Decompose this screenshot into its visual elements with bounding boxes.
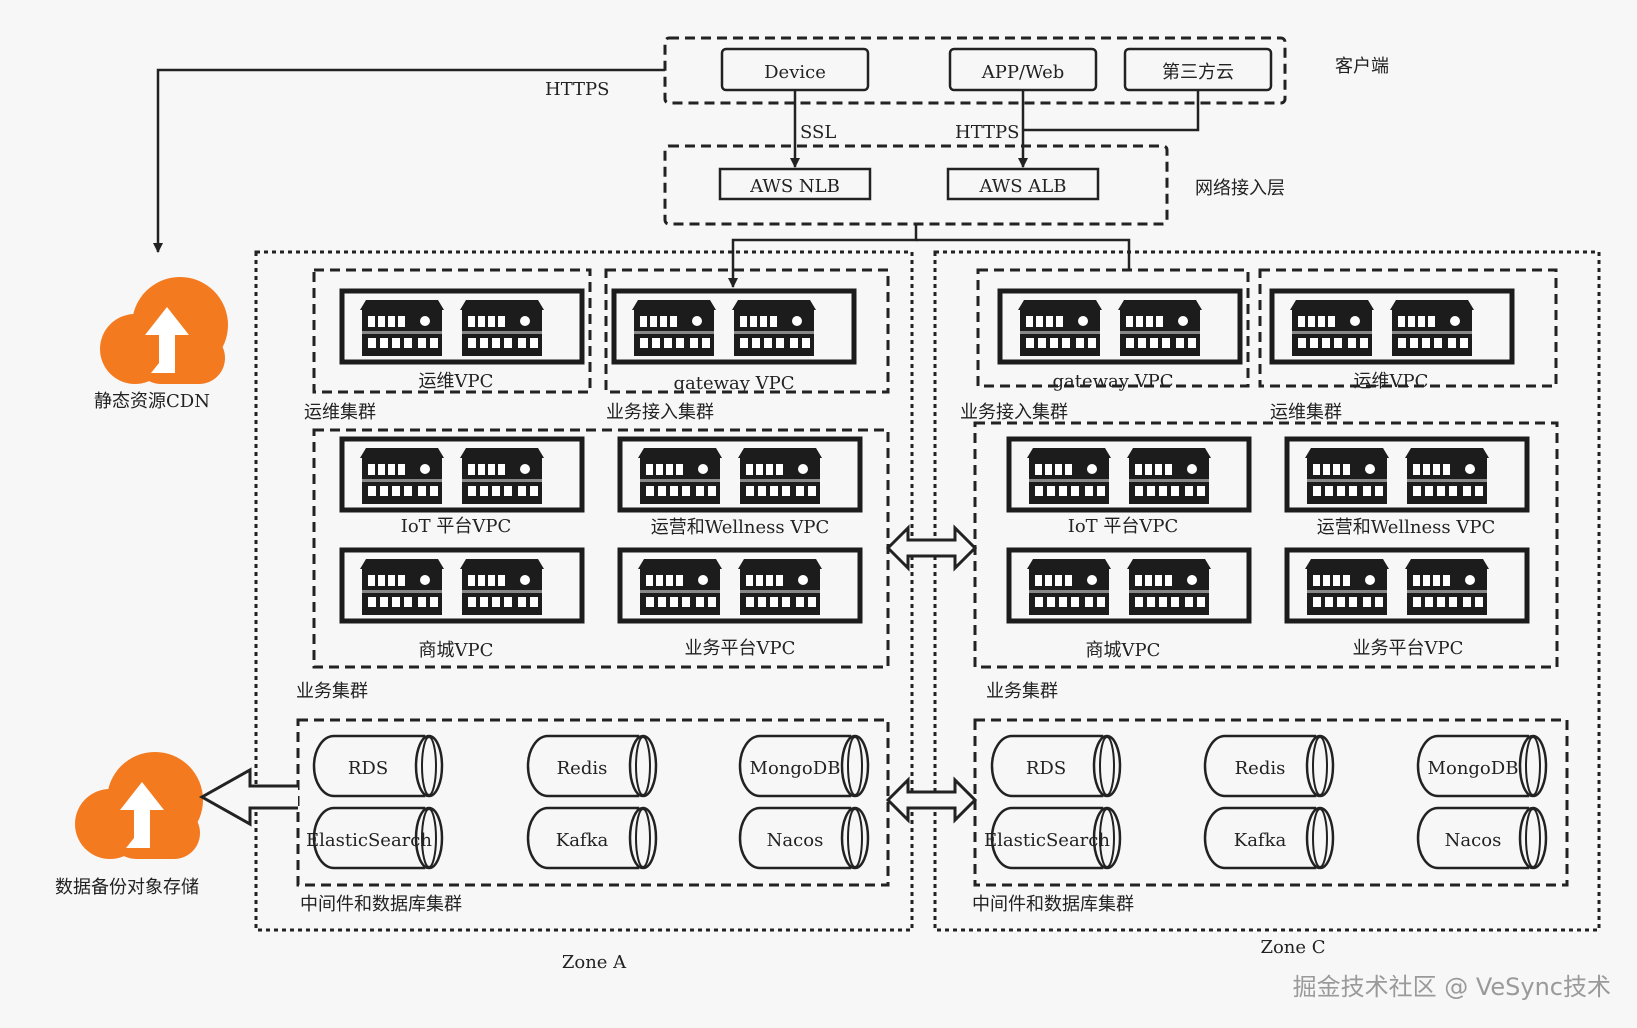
zone-c-db-kafka: Kafka (1234, 830, 1287, 851)
server-rack-icon (1305, 559, 1389, 615)
zone-c-db-rds: RDS (1026, 758, 1066, 779)
zone-c-platform-vpc-label: 业务平台VPC (1353, 638, 1464, 659)
zone-c-gateway-vpc-label: gateway VPC (1052, 371, 1173, 392)
server-rack-icon (460, 300, 544, 356)
alb-to-gateway-c-line (916, 238, 1131, 270)
server-rack-icon (1405, 448, 1489, 504)
https-alb-label: HTTPS (955, 122, 1020, 143)
zone-a-ops-vpc-label: 运维VPC (419, 371, 494, 392)
zone-a-ops-cluster-label: 运维集群 (304, 402, 376, 423)
zone-a-iot-vpc-label: IoT 平台VPC (401, 516, 512, 537)
server-rack-icon (460, 448, 544, 504)
server-rack-icon (1305, 448, 1389, 504)
server-rack-icon (1290, 300, 1374, 356)
aws-alb-node (946, 167, 1100, 201)
zone-a-frame (254, 250, 914, 932)
zone-c-frame (933, 250, 1601, 932)
third-party-connector (1023, 90, 1200, 132)
server-rack-icon (360, 559, 444, 615)
aws-nlb-node (718, 167, 872, 201)
zone-c-db-redis: Redis (1235, 758, 1286, 779)
zone-c-db-cluster-label: 中间件和数据库集群 (972, 894, 1134, 915)
zone-c-db-mongodb: MongoDB (1428, 758, 1519, 779)
client-layer-label: 客户端 (1335, 56, 1389, 77)
zone-a-platform-vpc-label: 业务平台VPC (685, 638, 796, 659)
network-layer-label: 网络接入层 (1195, 178, 1285, 199)
server-rack-icon (732, 300, 816, 356)
zone-c-access-cluster-frame (976, 268, 1250, 388)
zone-a-ops-cluster-frame (312, 268, 592, 394)
cdn-label: 静态资源CDN (94, 391, 210, 412)
zone-a-db-cluster-label: 中间件和数据库集群 (300, 894, 462, 915)
zone-c-biz-cluster-frame (973, 421, 1559, 669)
client-layer-frame (663, 36, 1287, 105)
zone-a-db-rds: RDS (348, 758, 388, 779)
zone-c-db-nacos: Nacos (1445, 830, 1502, 851)
zone-c-ops-cluster-label: 运维集群 (1270, 402, 1342, 423)
zone-c-label: Zone C (1260, 937, 1325, 958)
zone-a-access-cluster-label: 业务接入集群 (606, 402, 714, 423)
backup-hollow-arrow (198, 767, 298, 827)
server-rack-icon (360, 300, 444, 356)
appweb-label: APP/Web (981, 62, 1065, 83)
zone-c-db-elasticsearch: ElasticSearch (984, 830, 1110, 851)
watermark: 掘金技术社区 @ VeSync技术 (1292, 973, 1611, 1001)
zone-c-iot-vpc-label: IoT 平台VPC (1068, 516, 1179, 537)
device-label: Device (764, 62, 826, 83)
zone-a-db-redis: Redis (557, 758, 608, 779)
server-rack-icon (360, 448, 444, 504)
zone-c-ops-vpc-label: 运维VPC (1354, 371, 1429, 392)
zone-a-wellness-vpc-label: 运营和Wellness VPC (651, 517, 830, 538)
server-rack-icon (1390, 300, 1474, 356)
zone-c-wellness-vpc-label: 运营和Wellness VPC (1317, 517, 1496, 538)
third-party-cloud-label: 第三方云 (1162, 62, 1234, 83)
zone-a-db-kafka: Kafka (556, 830, 609, 851)
backup-cloud-icon (75, 752, 203, 859)
aws-alb-label: AWS ALB (978, 176, 1066, 197)
cdn-cloud-icon (100, 277, 228, 384)
zone-a-gateway-vpc-label: gateway VPC (673, 373, 794, 394)
https-cdn-arrow (153, 68, 665, 253)
server-rack-icon (632, 300, 716, 356)
server-rack-icon (1405, 559, 1489, 615)
https-cdn-label: HTTPS (545, 79, 610, 100)
backup-label: 数据备份对象存储 (55, 877, 199, 898)
server-rack-icon (738, 559, 822, 615)
server-rack-icon (738, 448, 822, 504)
zone-a-label: Zone A (562, 952, 627, 973)
server-rack-icon (1127, 448, 1211, 504)
server-rack-icon (1127, 559, 1211, 615)
zone-a-db-nacos: Nacos (767, 830, 824, 851)
zone-a-access-cluster-frame (604, 268, 890, 394)
zone-c-access-cluster-label: 业务接入集群 (960, 402, 1068, 423)
zone-a-db-mongodb: MongoDB (750, 758, 841, 779)
zone-c-biz-cluster-label: 业务集群 (986, 681, 1058, 702)
server-rack-icon (1027, 448, 1111, 504)
zone-a-mall-vpc-label: 商城VPC (419, 640, 494, 661)
zone-a-db-elasticsearch: ElasticSearch (306, 830, 432, 851)
server-rack-icon (1118, 300, 1202, 356)
ssl-label: SSL (800, 122, 836, 143)
zone-sync-arrow (885, 524, 978, 572)
server-rack-icon (1027, 559, 1111, 615)
zone-a-biz-cluster-label: 业务集群 (296, 681, 368, 702)
server-rack-icon (1018, 300, 1102, 356)
zone-c-db-cluster-frame (973, 718, 1569, 887)
zone-c-mall-vpc-label: 商城VPC (1086, 640, 1161, 661)
server-rack-icon (460, 559, 544, 615)
aws-nlb-label: AWS NLB (749, 176, 840, 197)
server-rack-icon (638, 448, 722, 504)
server-rack-icon (638, 559, 722, 615)
alb-to-gateway-a-arrow (728, 224, 918, 288)
db-sync-arrow (885, 776, 978, 824)
zone-c-ops-cluster-frame (1258, 268, 1558, 388)
